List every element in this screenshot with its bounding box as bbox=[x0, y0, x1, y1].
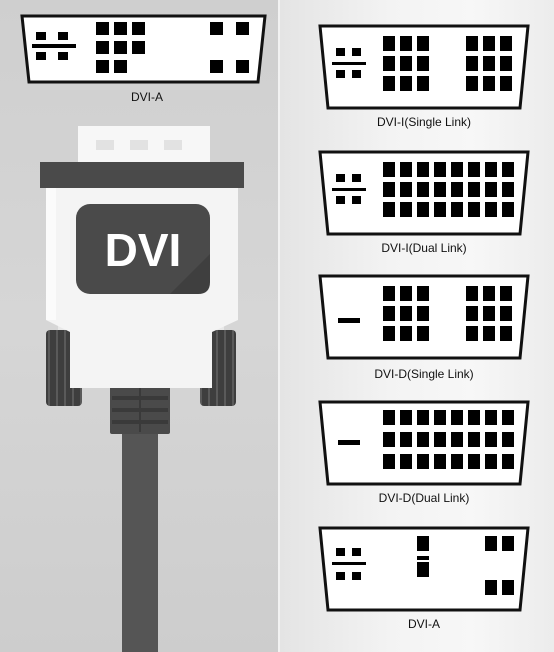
analog-pins bbox=[332, 174, 366, 204]
analog-pins bbox=[332, 548, 366, 580]
analog-pins bbox=[32, 32, 76, 60]
dvi-plug: DVI bbox=[40, 126, 244, 652]
panel-divider bbox=[278, 0, 280, 652]
plug-flange bbox=[40, 162, 244, 188]
connector-dvi-d-single: DVI-D(Single Link) bbox=[318, 274, 530, 381]
strain-relief bbox=[110, 386, 170, 434]
pin-block bbox=[383, 36, 429, 91]
connector-label: DVI-A bbox=[408, 617, 440, 631]
connector-top-dvi-a: DVI-A bbox=[20, 14, 267, 104]
pin-block-right bbox=[466, 36, 512, 91]
connector-label: DVI-D(Dual Link) bbox=[379, 491, 470, 505]
connector-label: DVI-I(Single Link) bbox=[377, 115, 471, 129]
pin-block bbox=[96, 22, 145, 73]
connector-label: DVI-I(Dual Link) bbox=[381, 241, 466, 255]
pin-block bbox=[383, 286, 429, 341]
dvi-badge-text: DVI bbox=[105, 224, 182, 276]
connector-dvi-i-dual: DVI-I(Dual Link) bbox=[318, 150, 530, 255]
pin-block-right bbox=[466, 286, 512, 341]
cable bbox=[122, 420, 158, 652]
pin-block-right bbox=[485, 536, 514, 595]
pin-block-right bbox=[210, 22, 249, 73]
analog-pins bbox=[332, 48, 366, 78]
flat-blade bbox=[338, 318, 360, 323]
flat-blade bbox=[338, 440, 360, 445]
pin-block bbox=[383, 410, 514, 469]
connector-dvi-i-single: DVI-I(Single Link) bbox=[318, 24, 530, 129]
connector-dvi-d-dual: DVI-D(Dual Link) bbox=[318, 400, 530, 505]
connector-label: DVI-D(Single Link) bbox=[374, 367, 473, 381]
connector-label: DVI-A bbox=[131, 90, 163, 104]
dvi-badge bbox=[76, 204, 210, 294]
pin-block bbox=[383, 162, 514, 217]
connector-dvi-a: DVI-A bbox=[318, 526, 530, 631]
pin-block bbox=[417, 536, 429, 577]
